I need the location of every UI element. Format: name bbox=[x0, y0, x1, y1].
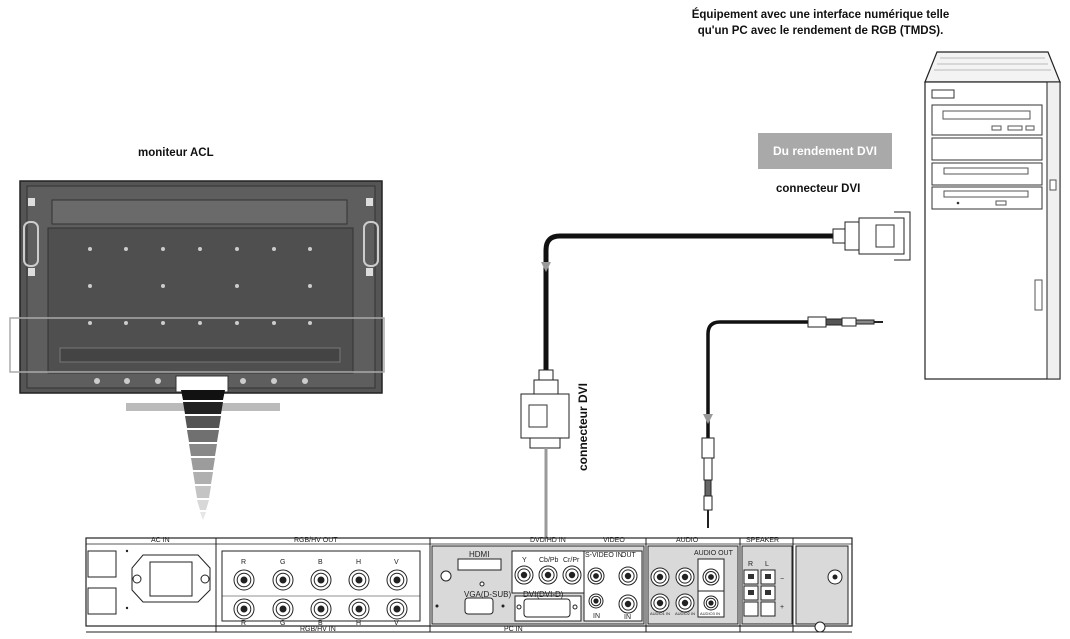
hdmi-label: HDMI bbox=[469, 550, 489, 559]
component-jack-1 bbox=[538, 565, 558, 585]
audio-in-label-2: AUDIO3 IN bbox=[700, 611, 720, 616]
dvd-hd-in-label: DVD/HD IN bbox=[530, 537, 566, 544]
video-in-sub-label: IN bbox=[624, 614, 631, 621]
video-label: VIDEO bbox=[603, 537, 625, 544]
vga-label: VGA(D-SUB) bbox=[464, 590, 511, 599]
rgbhv-out-jack-b bbox=[310, 569, 332, 591]
audio-cable bbox=[701, 316, 883, 528]
ac-in-label: AC IN bbox=[151, 537, 170, 544]
svideo-in-label: S-VIDEO IN bbox=[585, 552, 623, 559]
rgbhv-in-label: RGB/HV IN bbox=[300, 626, 336, 633]
component-letter-0: Y bbox=[522, 557, 527, 564]
speaker-letter-r: R bbox=[748, 561, 753, 568]
rgbhv-out-letter-r: R bbox=[241, 559, 246, 566]
audio-in-label-0: AUDIO1 IN bbox=[650, 611, 670, 616]
rgbhv-in-letter-g: G bbox=[280, 620, 285, 627]
speaker-sign-0: − bbox=[780, 576, 784, 583]
rgbhv-out-letter-g: G bbox=[280, 559, 285, 566]
panel-text: AC IN RGB/HV OUT RGB/HV IN DVD/HD IN VID… bbox=[151, 537, 779, 633]
rgbhv-out-letter-v: V bbox=[394, 559, 399, 566]
rgbhv-in-jack-r bbox=[233, 598, 255, 620]
component-jack-0 bbox=[514, 565, 534, 585]
svideo-jack bbox=[587, 567, 605, 585]
video-out-jack bbox=[618, 566, 638, 586]
rgbhv-in-letter-b: B bbox=[318, 620, 323, 627]
rgbhv-in-letter-r: R bbox=[241, 620, 246, 627]
rgbhv-out-letter-b: B bbox=[318, 559, 323, 566]
rgbhv-out-letter-h: H bbox=[356, 559, 361, 566]
rgbhv-out-label: RGB/HV OUT bbox=[294, 537, 338, 544]
rgbhv-in-letter-h: H bbox=[356, 620, 361, 627]
equipment-caption-line1: Équipement avec une interface numérique … bbox=[691, 9, 950, 21]
component-letter-2: Cr/Pr bbox=[563, 557, 580, 564]
dvi-plug-pc-side bbox=[832, 211, 911, 261]
component-letter-1: Cb/Pb bbox=[539, 557, 559, 564]
pc-tower bbox=[924, 51, 1061, 380]
video-out-label: OUT bbox=[621, 552, 637, 559]
rgbhv-in-jack-v bbox=[386, 598, 408, 620]
svideo-in-jack-lower bbox=[588, 593, 604, 609]
zoom-funnel bbox=[181, 390, 225, 520]
audio2-l-jack bbox=[650, 593, 670, 613]
audio-label: AUDIO bbox=[676, 537, 699, 544]
equipment-caption-line2: qu'un PC avec le rendement de RGB (TMDS)… bbox=[697, 25, 944, 37]
dvi-port-label: DVI(DVI-D) bbox=[523, 590, 564, 599]
speaker-letter-l: L bbox=[765, 561, 769, 568]
rgbhv-in-jack-b bbox=[310, 598, 332, 620]
rgbhv-in-jack-h bbox=[348, 598, 370, 620]
svideo-in-sub-label: IN bbox=[593, 613, 600, 620]
monitor-label: moniteur ACL bbox=[138, 147, 214, 159]
rgbhv-in-letter-v: V bbox=[394, 620, 399, 627]
rgbhv-out-jack-v bbox=[386, 569, 408, 591]
rgbhv-out-jack-h bbox=[348, 569, 370, 591]
speaker-sign-1: + bbox=[780, 604, 784, 611]
rgbhv-out-jack-r bbox=[233, 569, 255, 591]
dvi-output-badge: Du rendement DVI bbox=[758, 133, 892, 169]
lcd-monitor bbox=[9, 180, 385, 411]
video-in-jack bbox=[618, 594, 638, 614]
audio1-r-jack bbox=[675, 567, 695, 587]
rgbhv-out-jack-g bbox=[272, 569, 294, 591]
component-jack-2 bbox=[562, 565, 582, 585]
audio2-r-jack bbox=[675, 593, 695, 613]
dvi-plug-monitor-side bbox=[520, 369, 570, 540]
audio-out-label: AUDIO OUT bbox=[694, 550, 734, 557]
audio3-jack bbox=[703, 595, 719, 611]
audio1-l-jack bbox=[650, 567, 670, 587]
speaker-label: SPEAKER bbox=[746, 537, 779, 544]
audio-in-label-1: AUDIO2 IN bbox=[675, 611, 695, 616]
pc-in-label: PC IN bbox=[504, 626, 523, 633]
dvi-connector-label-top: connecteur DVI bbox=[776, 183, 861, 195]
panel-jacks bbox=[233, 565, 720, 620]
audio-out-jack bbox=[702, 568, 720, 586]
dvi-cable bbox=[541, 233, 835, 372]
rgbhv-in-jack-g bbox=[272, 598, 294, 620]
